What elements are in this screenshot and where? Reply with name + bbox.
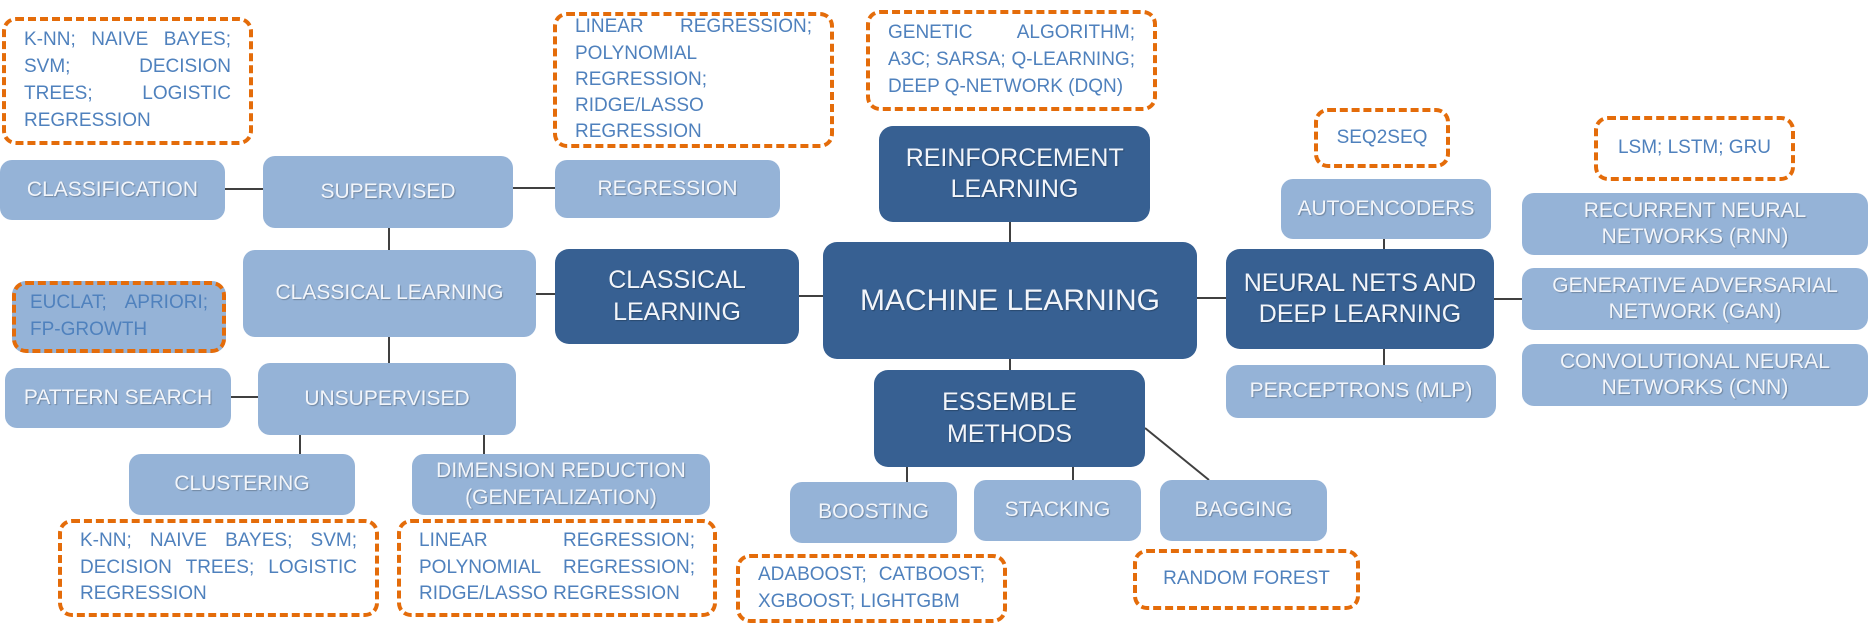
connector-ensemble-bagging: [1144, 427, 1210, 481]
clustering-node[interactable]: CLUSTERING: [129, 454, 355, 515]
classical-learning-main-node[interactable]: CLASSICAL LEARNING: [555, 249, 799, 344]
regression-node[interactable]: REGRESSION: [555, 160, 780, 218]
pattern-search-node[interactable]: PATTERN SEARCH: [5, 368, 231, 428]
perceptrons-node[interactable]: PERCEPTRONS (MLP): [1226, 365, 1496, 418]
machine-learning-node[interactable]: MACHINE LEARNING: [823, 242, 1197, 359]
rnn-node[interactable]: RECURRENT NEURAL NETWORKS (RNN): [1522, 193, 1868, 255]
clustering-algorithms-note: K-NN; NAIVE BAYES; SVM; DECISION TREES; …: [58, 519, 379, 617]
autoencoders-algorithms-text: SEQ2SEQ: [1336, 126, 1428, 148]
bagging-algorithms-text: RANDOM FOREST: [1163, 568, 1330, 590]
classical-learning-node[interactable]: CLASSICAL LEARNING: [243, 250, 536, 337]
regression-algorithms-note: LINEAR REGRESSION; POLYNOMIAL REGRESSION…: [553, 12, 834, 148]
regression-algorithms-text: LINEAR REGRESSION; POLYNOMIAL REGRESSION…: [575, 16, 812, 143]
rnn-algorithms-text: LSM; LSTM; GRU: [1617, 137, 1772, 159]
reinforcement-learning-node[interactable]: REINFORCEMENT LEARNING: [879, 126, 1150, 222]
dimension-reduction-algorithms-note: LINEAR REGRESSION; POLYNOMIAL REGRESSION…: [397, 519, 717, 617]
unsupervised-node[interactable]: UNSUPERVISED: [258, 363, 516, 435]
classification-algorithms-text: K-NN; NAIVE BAYES; SVM; DECISION TREES; …: [24, 29, 231, 131]
ensemble-methods-node[interactable]: ESSEMBLE METHODS: [874, 370, 1145, 467]
pattern-search-algorithms-note: EUCLAT; APRIORI; FP-GROWTH: [12, 281, 226, 353]
autoencoders-node[interactable]: AUTOENCODERS: [1281, 179, 1491, 239]
classification-node[interactable]: CLASSIFICATION: [0, 160, 225, 220]
neural-nets-node[interactable]: NEURAL NETS AND DEEP LEARNING: [1226, 249, 1494, 349]
bagging-node[interactable]: BAGGING: [1160, 480, 1327, 541]
pattern-search-algorithms-text: EUCLAT; APRIORI; FP-GROWTH: [30, 292, 208, 340]
boosting-algorithms-note: ADABOOST; CATBOOST; XGBOOST; LIGHTGBM: [736, 554, 1007, 623]
dimension-reduction-node[interactable]: DIMENSION REDUCTION (GENETALIZATION): [412, 454, 710, 515]
autoencoders-algorithms-note: SEQ2SEQ: [1314, 108, 1450, 168]
supervised-node[interactable]: SUPERVISED: [263, 156, 513, 228]
cnn-node[interactable]: CONVOLUTIONAL NEURAL NETWORKS (CNN): [1522, 344, 1868, 406]
reinforcement-algorithms-note: GENETIC ALGORITHM; A3C; SARSA; Q-LEARNIN…: [866, 10, 1157, 111]
dimension-reduction-algorithms-text: LINEAR REGRESSION; POLYNOMIAL REGRESSION…: [419, 529, 695, 605]
clustering-algorithms-text: K-NN; NAIVE BAYES; SVM; DECISION TREES; …: [80, 529, 357, 605]
stacking-node[interactable]: STACKING: [974, 480, 1141, 541]
gan-node[interactable]: GENERATIVE ADVERSARIAL NETWORK (GAN): [1522, 268, 1868, 330]
reinforcement-algorithms-text: GENETIC ALGORITHM; A3C; SARSA; Q-LEARNIN…: [888, 22, 1135, 97]
bagging-algorithms-note: RANDOM FOREST: [1133, 549, 1360, 610]
rnn-algorithms-note: LSM; LSTM; GRU: [1594, 116, 1795, 181]
boosting-algorithms-text: ADABOOST; CATBOOST; XGBOOST; LIGHTGBM: [758, 563, 985, 612]
boosting-node[interactable]: BOOSTING: [790, 482, 957, 543]
classification-algorithms-note: K-NN; NAIVE BAYES; SVM; DECISION TREES; …: [2, 17, 253, 145]
